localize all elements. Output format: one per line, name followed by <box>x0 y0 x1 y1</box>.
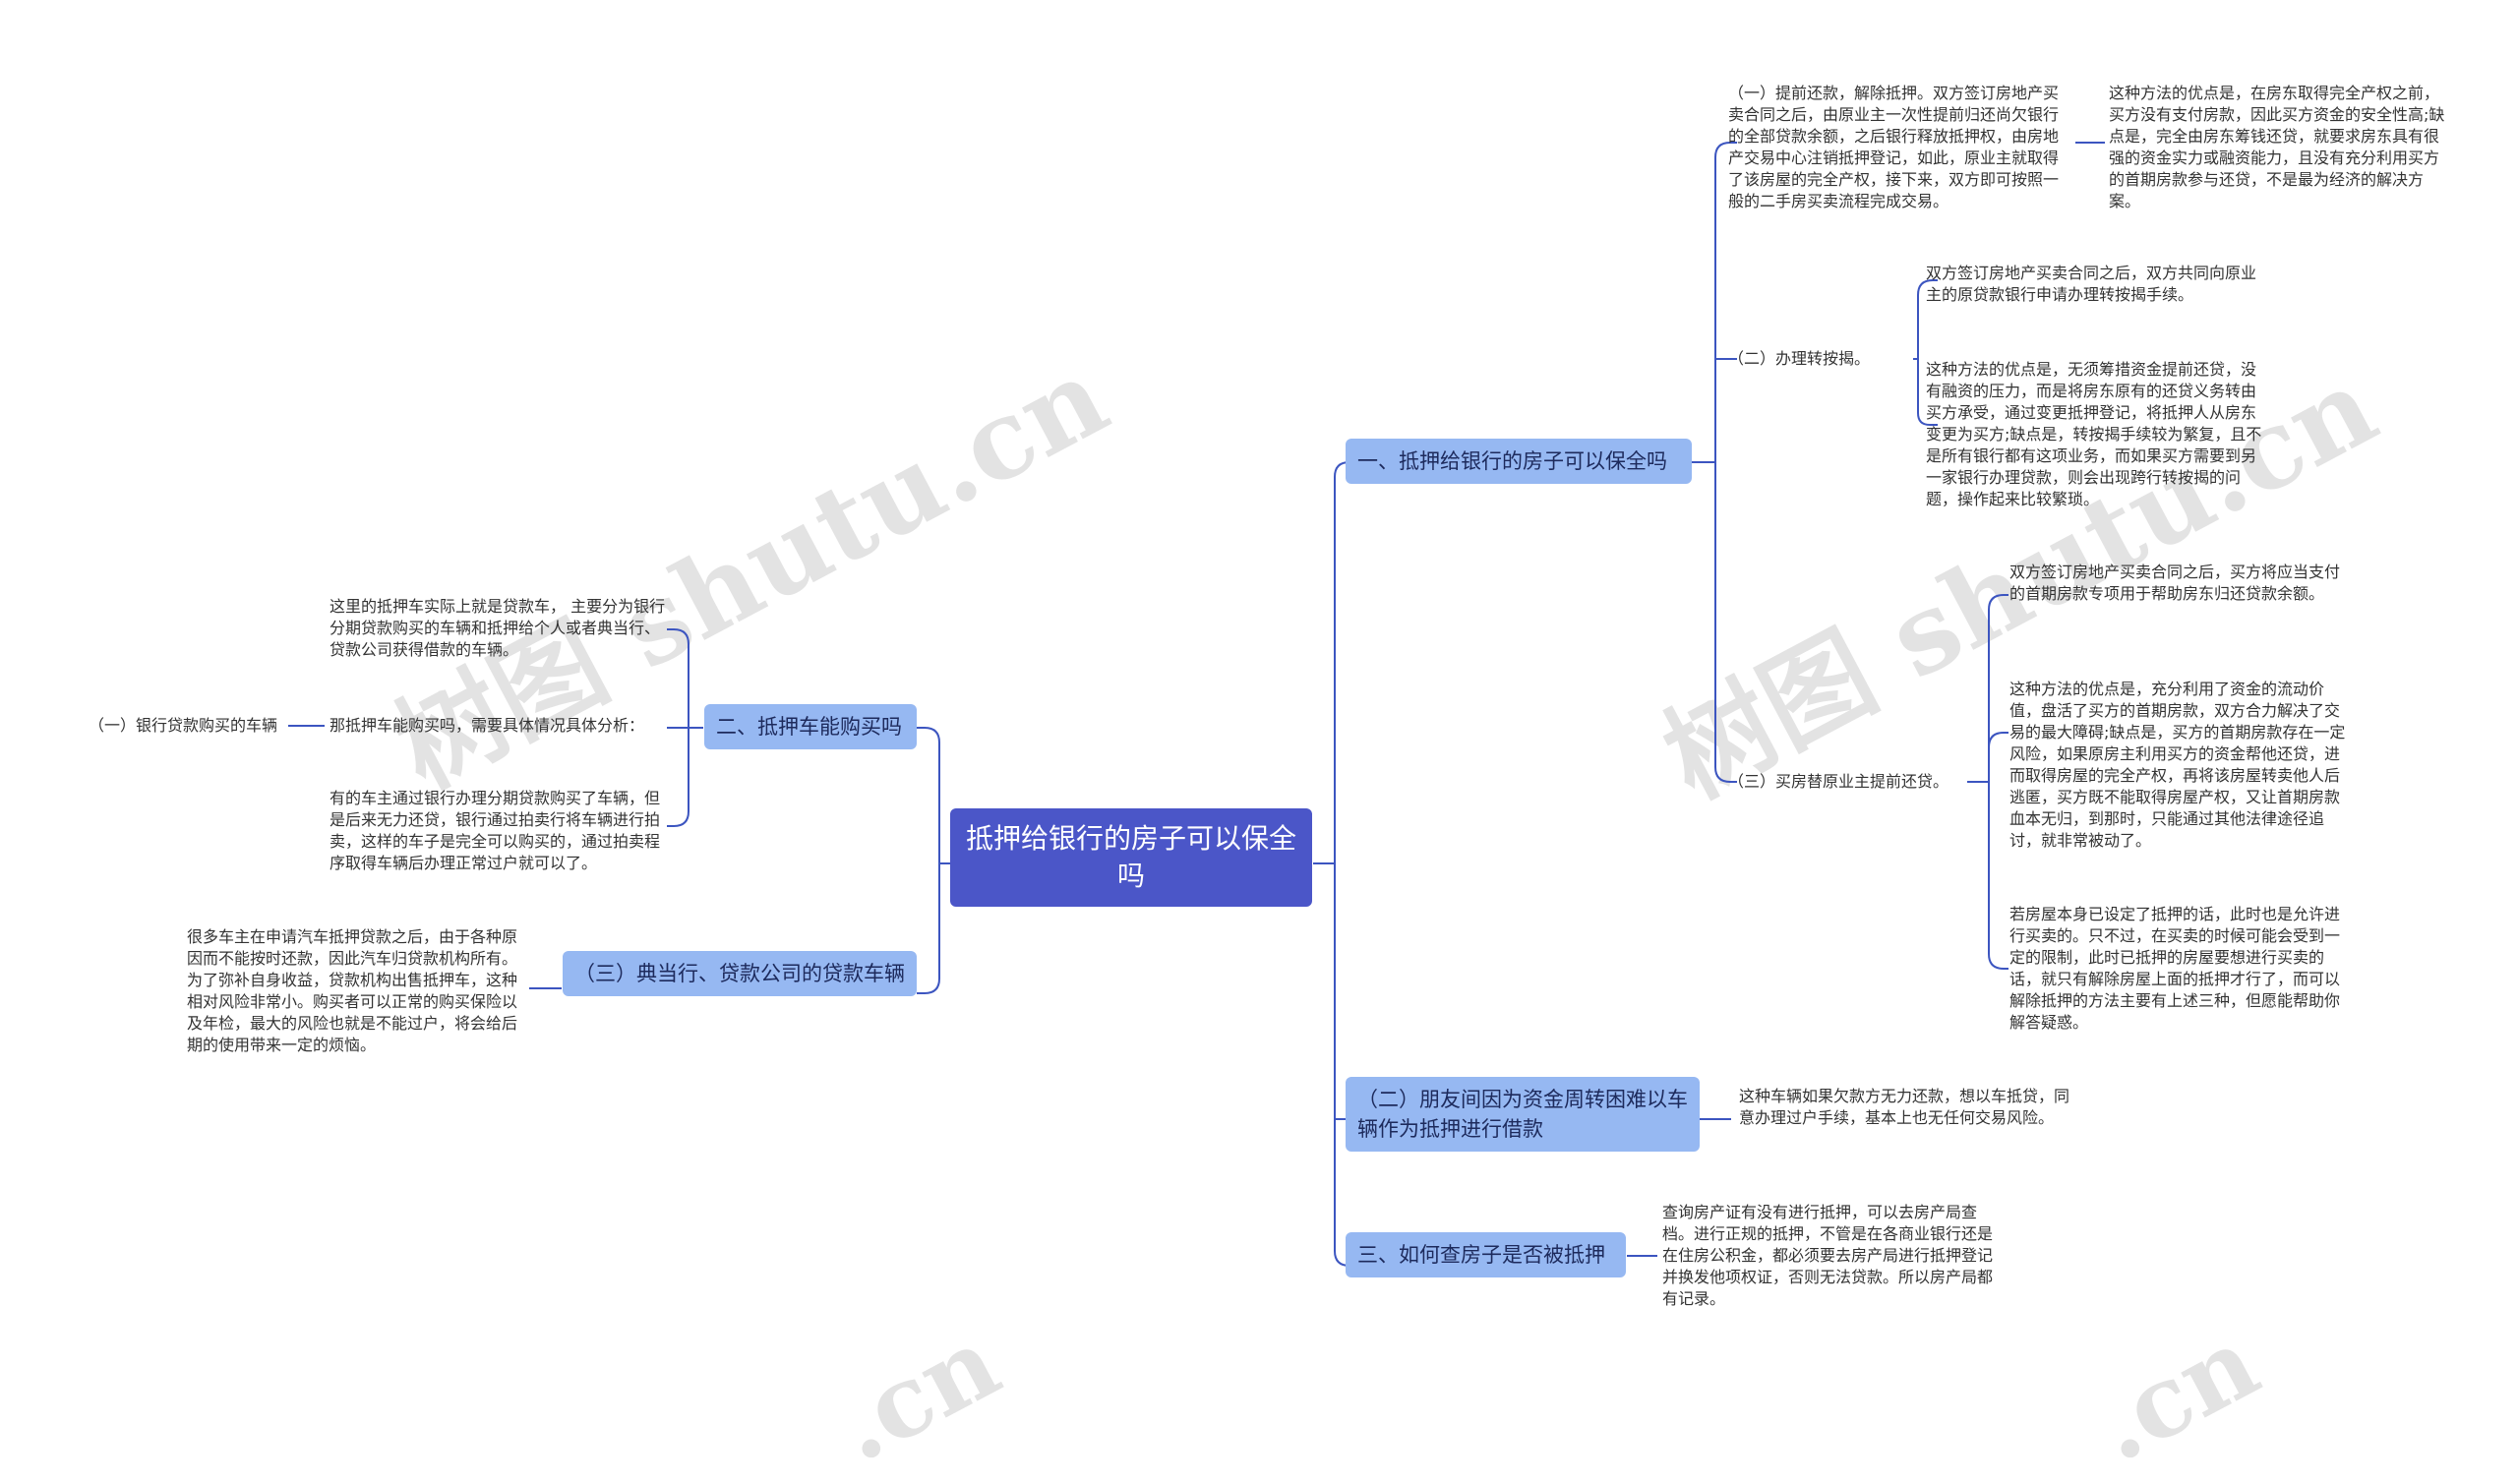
note-pawnshop-loan-car[interactable]: 很多车主在申请汽车抵押贷款之后，由于各种原因而不能按时还款，因此汽车归贷款机构所… <box>187 927 518 1054</box>
method-early-repayment[interactable]: （一）提前还款，解除抵押。双方签订房地产买卖合同之后，由原业主一次性提前归还尚欠… <box>1728 84 2060 210</box>
root-topic-label: 抵押给银行的房子可以保全吗 <box>966 822 1297 892</box>
method-buyer-repays[interactable]: （三）买房替原业主提前还贷。 <box>1728 772 1949 791</box>
note-mortgaged-property-sale[interactable]: 若房屋本身已设定了抵押的话，此时也是允许进行买卖的。只不过，在买卖的时候可能会受… <box>2009 905 2341 1032</box>
branch-pawnshop-loan-car[interactable]: （三）典当行、贷款公司的贷款车辆 <box>563 951 917 996</box>
note-mortgaged-car-definition[interactable]: 这里的抵押车实际上就是贷款车， 主要分为银行分期贷款购买的车辆和抵押给个人或者典… <box>330 597 666 659</box>
note-case-analysis[interactable]: 那抵押车能购买吗，需要具体情况具体分析： <box>330 716 645 735</box>
mindmap-canvas: 树图 shutu.cn 树图 shutu.cn .cn .cn <box>89 84 2445 1484</box>
note-bank-auction-car[interactable]: 有的车主通过银行办理分期贷款购买了车辆，但是后来无力还贷，银行通过拍卖行将车辆进… <box>330 789 661 872</box>
branch-bank-mortgage[interactable]: 一、抵押给银行的房子可以保全吗 <box>1346 439 1692 484</box>
branch-label: 一、抵押给银行的房子可以保全吗 <box>1357 449 1667 473</box>
note-buyer-repays-process[interactable]: 双方签订房地产买卖合同之后，买方将应当支付的首期房款专项用于帮助房东归还贷款余额… <box>2009 563 2341 603</box>
branch-check-mortgage[interactable]: 三、如何查房子是否被抵押 <box>1346 1232 1626 1277</box>
branch-label: 二、抵押车能购买吗 <box>716 715 902 739</box>
note-transfer-process[interactable]: 双方签订房地产买卖合同之后，双方共同向原业主的原贷款银行申请办理转按揭手续。 <box>1926 264 2257 304</box>
note-buyer-repays-pros-cons[interactable]: 这种方法的优点是，充分利用了资金的流动价值，盘活了买方的首期房款，双方合力解决了… <box>2009 680 2346 850</box>
note-check-mortgage[interactable]: 查询房产证有没有进行抵押，可以去房产局查档。进行正规的抵押，不管是在各商业银行还… <box>1662 1203 1994 1308</box>
method-transfer-mortgage[interactable]: （二）办理转按揭。 <box>1728 349 1871 368</box>
note-transfer-pros-cons[interactable]: 这种方法的优点是，无须筹措资金提前还贷，没有融资的压力，而是将房东原有的还贷义务… <box>1926 360 2262 508</box>
note-early-repayment[interactable]: 这种方法的优点是，在房东取得完全产权之前，买方没有支付房款，因此买方资金的安全性… <box>2109 84 2445 210</box>
branch-label: （二）朋友间因为资金周转困难以车辆作为抵押进行借款 <box>1357 1088 1688 1141</box>
branch-friend-car-loan[interactable]: （二）朋友间因为资金周转困难以车辆作为抵押进行借款 <box>1346 1077 1700 1152</box>
branch-mortgaged-car[interactable]: 二、抵押车能购买吗 <box>704 704 917 749</box>
branch-label: （三）典当行、贷款公司的贷款车辆 <box>574 962 905 985</box>
note-friend-car-loan[interactable]: 这种车辆如果欠款方无力还款，想以车抵贷，同意办理过户手续，基本上也无任何交易风险… <box>1739 1087 2070 1127</box>
branch-label: 三、如何查房子是否被抵押 <box>1357 1243 1605 1267</box>
root-topic[interactable]: 抵押给银行的房子可以保全吗 <box>950 808 1312 907</box>
item-bank-loan-car[interactable]: （一）银行贷款购买的车辆 <box>89 716 278 735</box>
